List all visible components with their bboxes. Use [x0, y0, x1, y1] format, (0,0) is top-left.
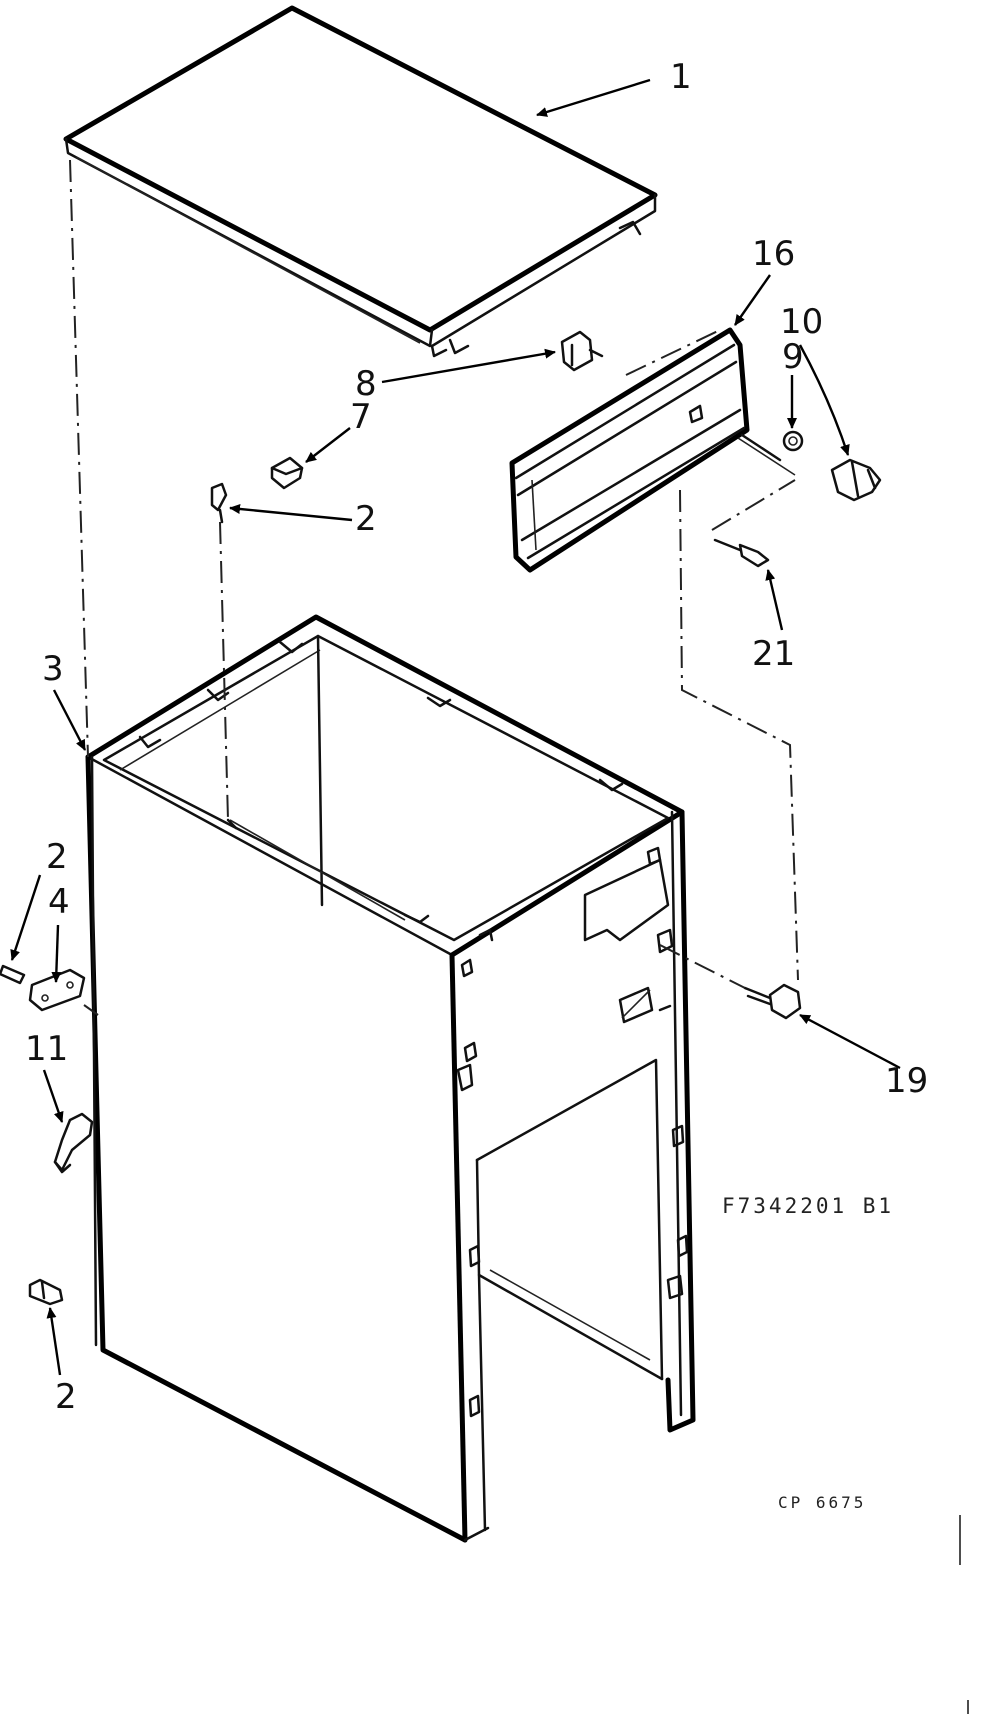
part-10-knob — [830, 458, 882, 502]
label-part-2-upper: 2 — [355, 499, 377, 539]
label-part-19: 19 — [885, 1061, 928, 1101]
label-part-3: 3 — [42, 649, 64, 689]
alignment-lines — [69, 159, 799, 1016]
label-part-1: 1 — [670, 57, 692, 97]
part-11 — [53, 1112, 94, 1174]
label-part-9: 9 — [782, 337, 804, 377]
control-bracket — [509, 327, 796, 573]
part-2-left-pin — [0, 964, 26, 985]
part-8 — [560, 330, 604, 372]
part-2-upper — [210, 482, 228, 524]
label-part-8: 8 — [355, 364, 377, 404]
part-9 — [782, 430, 804, 452]
label-part-7: 7 — [350, 397, 372, 437]
leader-arrows — [10, 78, 901, 1376]
part-19-knob — [743, 983, 802, 1020]
label-part-16: 16 — [752, 234, 795, 274]
label-part-4: 4 — [48, 882, 70, 922]
part-21-screw — [713, 538, 770, 568]
label-part-10: 10 — [780, 302, 823, 342]
top-cover — [63, 5, 658, 358]
part-2-lower — [28, 1278, 64, 1306]
label-part-11: 11 — [25, 1029, 68, 1069]
part-7 — [270, 456, 304, 490]
part-4 — [28, 968, 86, 1012]
page-code: CP 6675 — [778, 1493, 866, 1512]
drawing-number: F7342201 B1 — [722, 1194, 894, 1218]
label-part-2-left: 2 — [46, 837, 68, 877]
label-part-2-lower: 2 — [55, 1377, 77, 1417]
label-part-21: 21 — [752, 634, 795, 674]
cabinet-shell — [85, 614, 696, 1543]
